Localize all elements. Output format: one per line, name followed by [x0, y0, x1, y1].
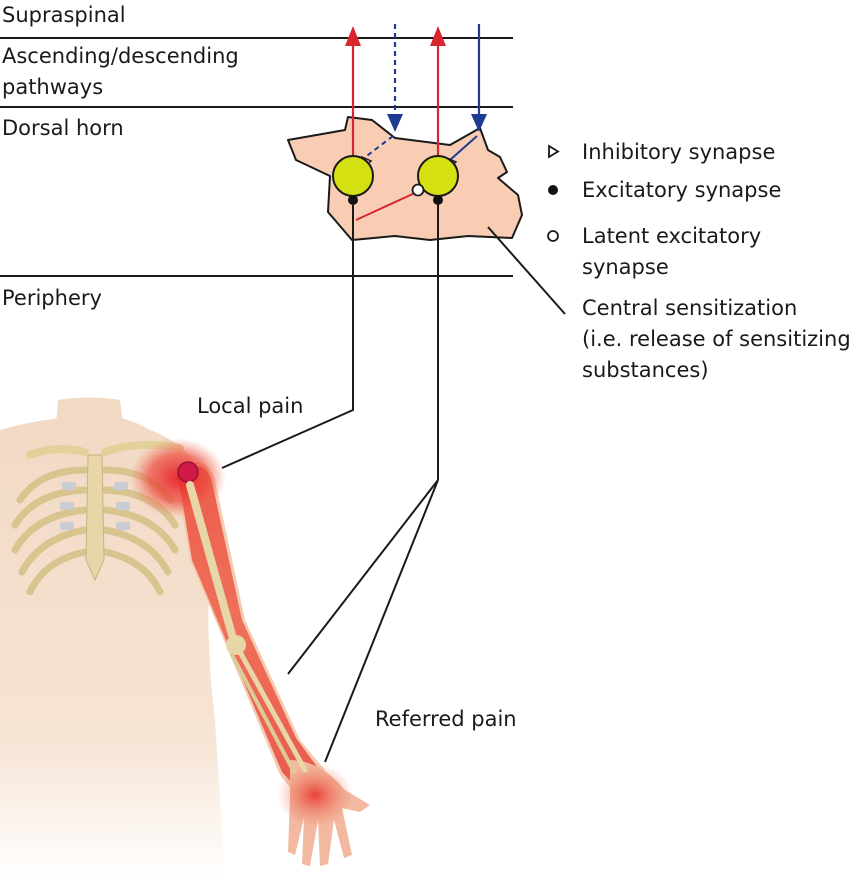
- radius: [237, 649, 308, 773]
- ascending-arrowhead-left: [345, 26, 361, 46]
- shoulder-pain-focus: [177, 461, 199, 483]
- central-sensitization-line2: (i.e. release of sensitizing: [582, 327, 849, 351]
- excitatory-synapse-left: [348, 195, 358, 205]
- shoulder-pain-glow: [130, 438, 226, 518]
- local-pain-label: Local pain: [197, 394, 303, 418]
- excitatory-synapse-legend-icon: [548, 185, 558, 195]
- descending-branch-solid: [449, 135, 478, 161]
- dorsal-horn-region: [287, 116, 523, 241]
- costal-cartilage: [60, 482, 130, 530]
- descending-arrowhead-dashed: [387, 114, 403, 132]
- inhibitory-synapse-legend-icon: [548, 144, 560, 159]
- hand-pain-glow: [277, 763, 353, 827]
- excitatory-synapse-right: [433, 195, 443, 205]
- local-pain-afferent: [221, 205, 354, 469]
- level-label-pathways-line2: pathways: [2, 75, 103, 99]
- central-sensitization-pointer: [487, 226, 566, 315]
- central-sensitization-line1: Central sensitization: [582, 296, 797, 320]
- referred-pain-label: Referred pain: [375, 707, 517, 731]
- legend-excitatory: Excitatory synapse: [582, 178, 781, 202]
- clavicle-left: [26, 445, 89, 459]
- referred-pain-branch-hand: [324, 479, 439, 763]
- legend-latent-line1: Latent excitatory: [582, 224, 761, 248]
- dorsal-horn-neuron-left: [332, 155, 374, 197]
- legend-latent-line2: synapse: [582, 255, 669, 279]
- level-label-supraspinal: Supraspinal: [2, 3, 126, 27]
- legend-inhibitory: Inhibitory synapse: [582, 140, 775, 164]
- latent-excitatory-synapse: [411, 183, 425, 197]
- level-label-pathways-line1: Ascending/descending: [2, 44, 239, 68]
- level-label-periphery: Periphery: [2, 286, 102, 310]
- level-label-dorsal-horn: Dorsal horn: [2, 116, 124, 140]
- body-illustration: [0, 397, 370, 878]
- elbow-joint: [226, 635, 246, 655]
- arm-pain-overlay: [178, 466, 318, 792]
- ascending-arrowhead-right: [430, 26, 446, 46]
- torso-skin: [0, 415, 225, 878]
- ulna: [230, 653, 296, 774]
- central-sensitization-line3: substances): [582, 358, 709, 382]
- sternum: [85, 454, 105, 582]
- neck-skin: [55, 397, 125, 440]
- humerus: [186, 481, 236, 639]
- latent-synapse-legend-icon: [547, 230, 559, 242]
- referred-pain-branch-forearm: [287, 479, 439, 675]
- descending-arrowhead-solid: [471, 114, 487, 132]
- descending-branch-dashed: [363, 135, 394, 159]
- latent-connection-fiber: [355, 191, 418, 221]
